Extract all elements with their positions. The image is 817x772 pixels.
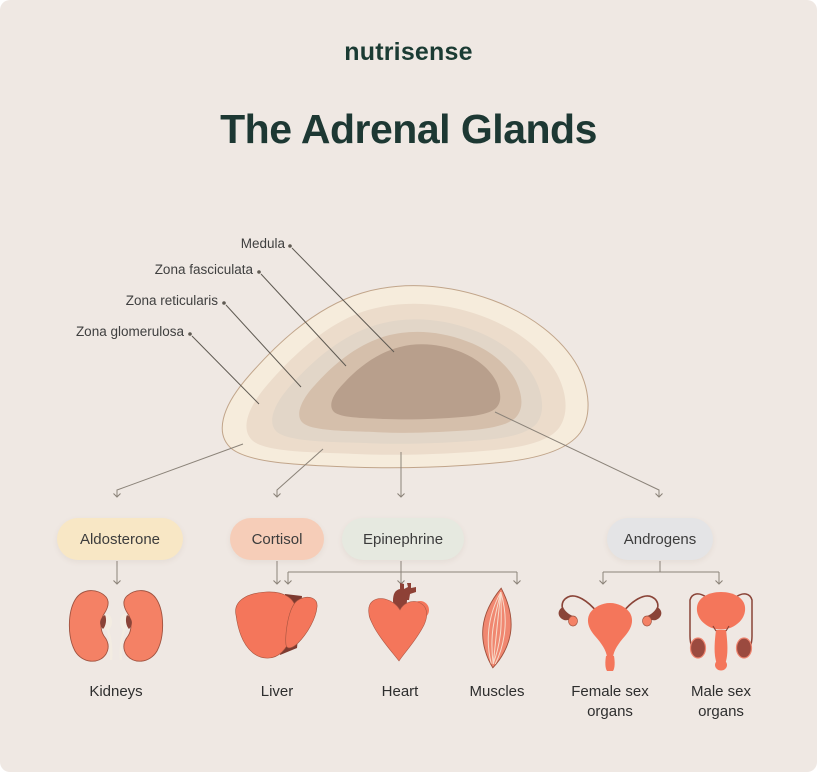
hormone-badge-androgens: Androgens [607,518,713,560]
right-kidney [123,590,164,662]
kidneys-illustration [68,590,164,662]
adrenal-gland-illustration [221,285,589,469]
left-ovary [568,615,578,627]
zone-label-medula: Medula [240,236,285,251]
right-hilum [125,615,132,629]
arrow-to-androgens [494,411,663,498]
uterus-cervix [605,656,615,671]
right-ureter [119,626,127,661]
female-sex-organs-illustration [558,595,662,671]
nutrisense-logo: nutrisense [344,38,473,66]
heart-body [368,598,427,662]
penis-tip [715,659,727,671]
glomerulosa-pointer-line [191,335,260,405]
organ-label-liver: Liver [260,683,294,700]
left-ureter [105,626,113,661]
medula-pointer-dot [288,244,292,248]
zone-label-reticularis: Zona reticularis [125,293,218,308]
arrow-to-aldosterone [113,443,244,498]
left-kidney [68,590,109,662]
male-sex-organs-illustration [689,592,753,671]
zone-pointer-lines [188,244,395,405]
zone-label-fasciculata: Zona fasciculata [154,262,253,277]
fasciculata-pointer-line [260,273,347,367]
muscle-striations [487,591,506,665]
left-fimbriae [558,607,573,621]
organ-label-heart: Heart [381,683,419,700]
page-title: The Adrenal Glands [220,106,597,152]
hormone-badge-cortisol: Cortisol [230,518,324,560]
right-fimbriae [647,607,662,621]
muscles-illustration [482,587,512,669]
fasciculata-pointer-dot [257,270,261,274]
arrow-to-cortisol [273,448,324,498]
left-testis [689,637,707,659]
organ-label-female-sex-organs: Female sex organs [571,683,649,720]
right-testis [735,637,753,659]
uterus-body [587,603,633,657]
medula-pointer-line [291,247,395,353]
zone-label-glomerulosa: Zona glomerulosa [75,324,184,339]
gland-to-hormone-arrows [113,411,663,498]
penis-shaft [714,630,728,668]
reticularis-pointer-line [225,304,302,388]
reticularis-pointer-dot [222,301,226,305]
organ-label-kidneys: Kidneys [89,683,143,700]
organ-label-muscles: Muscles [469,683,525,700]
hormone-badge-aldosterone: Aldosterone [57,518,183,560]
hormone-badge-epinephrine: Epinephrine [342,518,464,560]
right-ovary [642,615,652,627]
prostate-detail [712,625,730,632]
heart-illustration [368,583,429,662]
glomerulosa-pointer-dot [188,332,192,336]
organ-label-male-sex-organs: Male sex organs [690,683,752,720]
bladder [696,592,746,630]
liver-illustration [235,591,318,659]
hormone-to-organ-connectors [113,561,723,585]
liver-right-lobe [285,596,318,649]
left-hilum [100,615,107,629]
gland-layer-medulla [331,344,501,420]
